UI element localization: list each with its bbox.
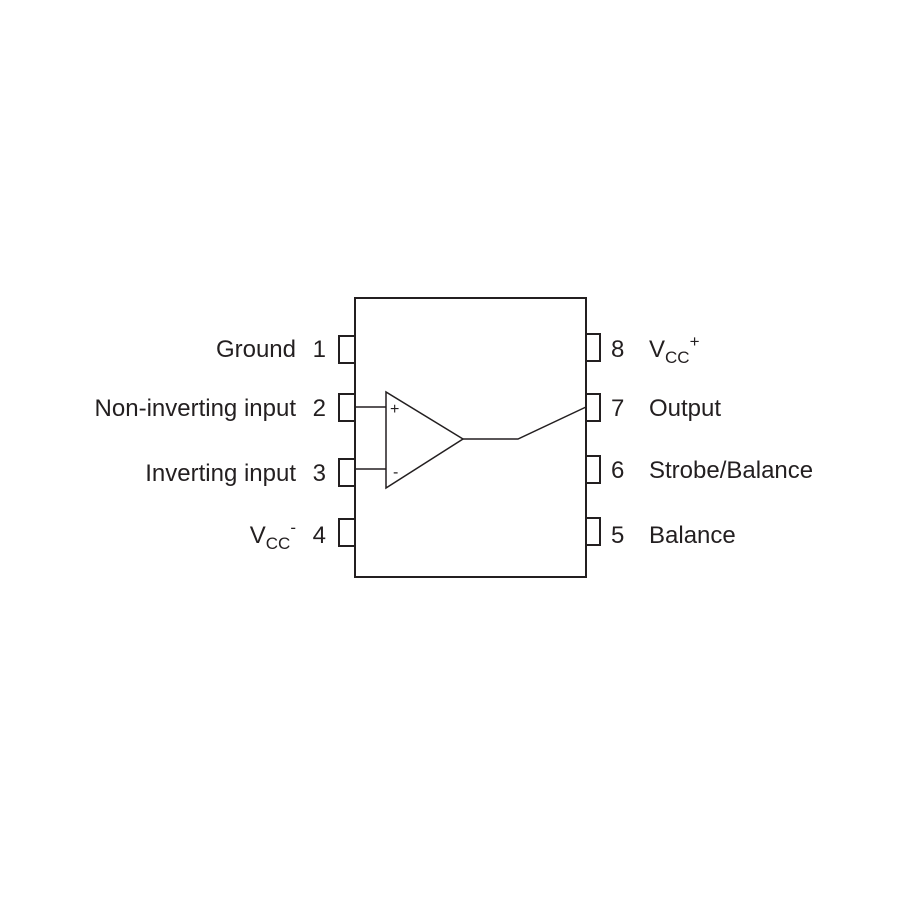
pin-4-label: VCC- [250, 518, 296, 553]
output-wire [463, 406, 587, 440]
pin-5-tab [585, 517, 601, 546]
pin-8-tab [585, 333, 601, 362]
pin-1-tab [338, 335, 356, 364]
pin-4-label-superscript: - [290, 518, 296, 537]
opamp-minus-symbol: - [393, 464, 398, 481]
pin-8-label: VCC+ [649, 332, 700, 367]
pin-2-tab [338, 393, 356, 422]
pin-8-label-subscript: CC [665, 348, 690, 367]
pin-6-label: Strobe/Balance [649, 457, 813, 484]
pin-7-number: 7 [611, 395, 624, 422]
pin-3-label: Inverting input [145, 460, 296, 487]
pin-4-tab [338, 518, 356, 547]
pin-1-label: Ground [216, 336, 296, 363]
pin-4-label-main: V [250, 522, 266, 549]
pin-6-number: 6 [611, 457, 624, 484]
pin-5-label: Balance [649, 522, 736, 549]
pin-7-label: Output [649, 395, 721, 422]
pin-1-number: 1 [313, 336, 326, 363]
pin-2-number: 2 [313, 395, 326, 422]
opamp-plus-symbol: + [390, 401, 399, 418]
pin-2-label: Non-inverting input [95, 395, 297, 422]
pin-8-number: 8 [611, 336, 624, 363]
ic-package-body [354, 297, 587, 578]
pin-4-number: 4 [313, 522, 326, 549]
pin-7-tab [585, 393, 601, 422]
pin-3-tab [338, 458, 356, 487]
pin-5-number: 5 [611, 522, 624, 549]
pin-4-label-subscript: CC [266, 534, 291, 553]
pin-8-label-main: V [649, 336, 665, 363]
pin-3-number: 3 [313, 460, 326, 487]
pin-6-tab [585, 455, 601, 484]
pin-8-label-superscript: + [690, 332, 700, 351]
opamp-triangle [385, 390, 465, 490]
